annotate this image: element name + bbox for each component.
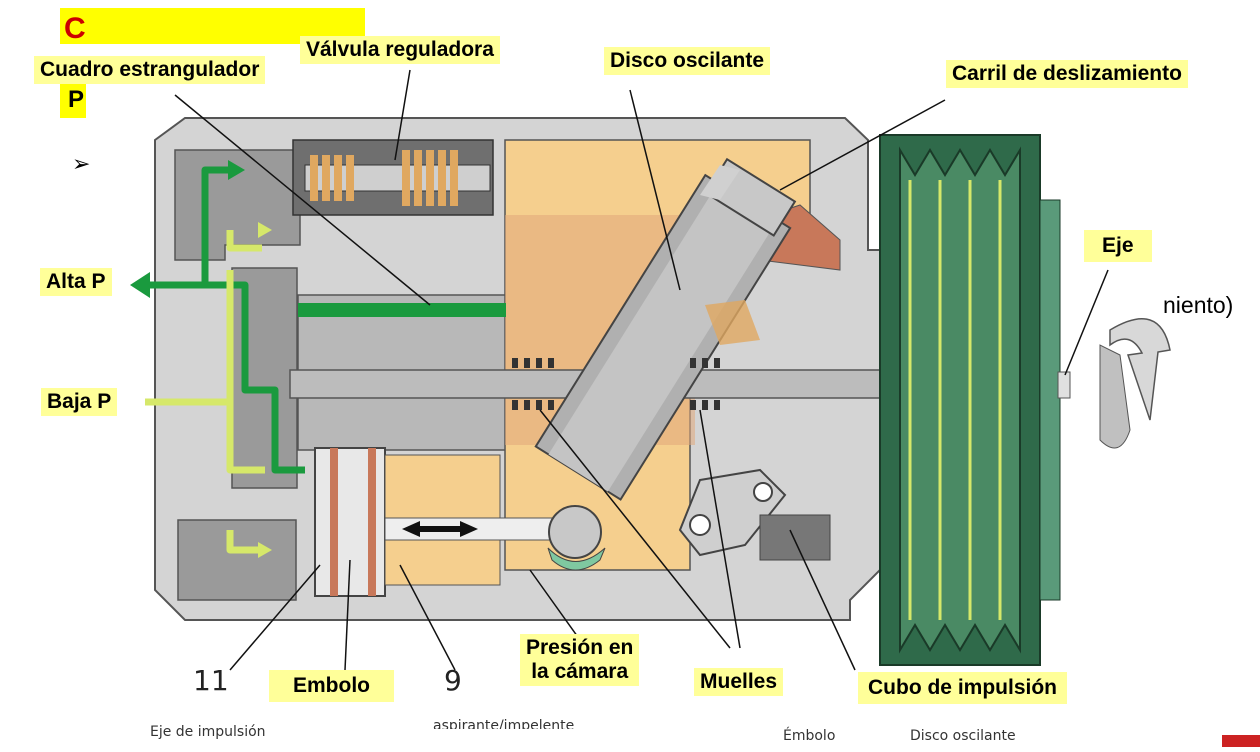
- slide-bullet-text: P: [68, 86, 85, 113]
- pulley-face: [1039, 199, 1061, 601]
- disc-bracket: [705, 300, 760, 345]
- label-presion-line1: Presión en: [526, 636, 634, 659]
- pulley-grooves: [899, 146, 1021, 654]
- rotation-arrow-icon: [1109, 318, 1171, 421]
- double-arrow: [402, 521, 478, 537]
- label-presion-line2: la cámara: [531, 660, 629, 684]
- label-eje: Eje: [1084, 230, 1152, 263]
- piston-ring-1: [330, 448, 338, 596]
- leader-lines: [174, 69, 1109, 671]
- slide-side-text: niento): [1163, 292, 1234, 319]
- valve-spring-left: [310, 155, 354, 201]
- label-alta-p: Alta P: [40, 268, 112, 297]
- label-muelles: Muelles: [694, 668, 784, 697]
- hub-block: [759, 514, 831, 561]
- high-pressure-arrow: [130, 272, 150, 298]
- pulley-stripes: [908, 180, 1002, 620]
- corner-accent-bar: [1222, 735, 1260, 747]
- part-number-9: 9: [444, 664, 462, 697]
- label-baja-p: Baja P: [41, 388, 118, 417]
- label-carril-deslizamiento: Carril de deslizamiento: [946, 60, 1188, 89]
- shaft-stub: [1057, 371, 1071, 399]
- label-presion-camara: Presión en la cámara: [520, 634, 640, 687]
- shaft-springs: [512, 358, 720, 410]
- label-cubo-impulsion: Cubo de impulsión: [858, 672, 1067, 705]
- disc-cap-outline: [700, 165, 740, 200]
- part-number-11: 11: [193, 664, 229, 697]
- valve-spring-right: [402, 150, 458, 206]
- ball-seat: [547, 547, 606, 571]
- caption-embolo: Émbolo: [783, 728, 836, 744]
- rotation-tail: [1099, 344, 1131, 449]
- top-arrow: [228, 160, 245, 180]
- slide-bullet-fragment: P: [60, 82, 86, 118]
- caption-disco-oscilante: Disco oscilante: [910, 728, 1016, 744]
- valve-spool: [304, 164, 491, 192]
- low-arrow-1: [258, 222, 272, 238]
- piston-ring-2: [368, 448, 376, 596]
- green-strip: [298, 303, 506, 317]
- slide-title-text: C: [64, 12, 86, 44]
- label-embolo: Embolo: [269, 670, 394, 703]
- low-pressure-line: [145, 230, 265, 554]
- label-valvula-reguladora: Válvula reguladora: [300, 36, 500, 65]
- label-disco-oscilante: Disco oscilante: [604, 47, 771, 76]
- label-cuadro-estrangulador: Cuadro estrangulador: [34, 56, 266, 85]
- hub-pin-2: [753, 482, 773, 502]
- caption-aspirante: aspirante/impelente: [433, 718, 575, 729]
- hub-pin-1: [689, 514, 711, 536]
- caption-eje-impulsion: Eje de impulsión: [150, 724, 266, 740]
- low-arrow-2: [258, 542, 272, 558]
- bullet-arrow: ➢: [72, 152, 91, 177]
- lower-left-chamber: [177, 519, 297, 601]
- ball-joint: [548, 505, 602, 559]
